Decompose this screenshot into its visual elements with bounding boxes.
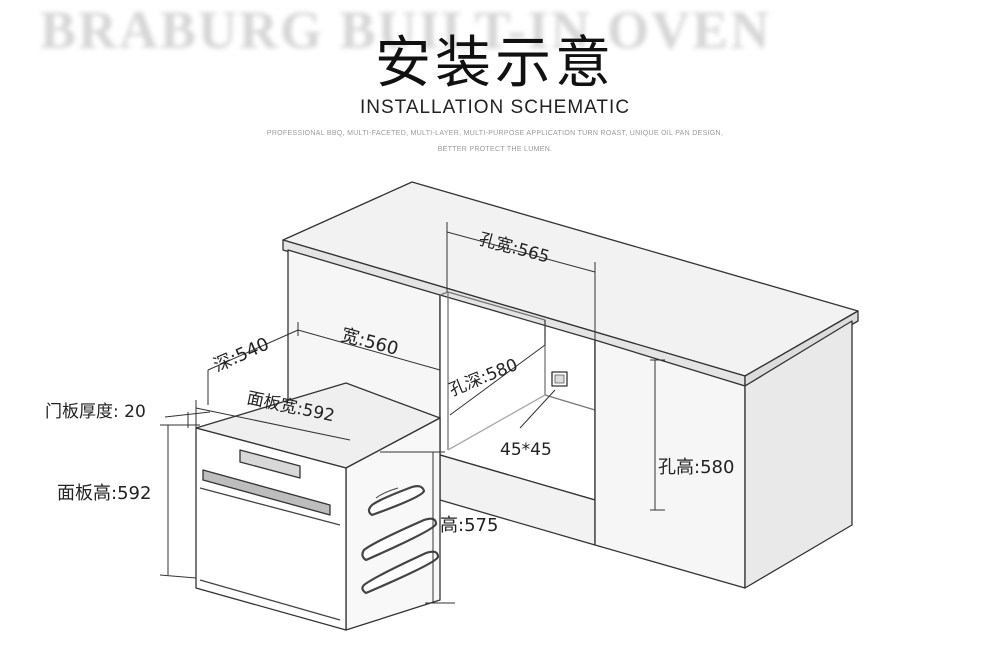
label-door-thickness: 门板厚度: 20 (45, 402, 146, 422)
dim-hole-depth (449, 344, 546, 416)
background-brand-banner: BRABURG BUILT-IN OVEN (40, 0, 772, 60)
page-title: 安装示意 (375, 31, 615, 96)
oven-control-panel (239, 449, 301, 479)
countertop-side-edge (744, 310, 859, 387)
label-vent: 45*45 (500, 440, 552, 460)
page-subtitle: INSTALLATION SCHEMATIC (359, 97, 631, 118)
dim-hole-width (446, 231, 596, 273)
oven-handle (202, 469, 331, 516)
label-depth: 深:540 (210, 334, 272, 377)
label-hole-height: 孔高:580 (658, 457, 734, 478)
dim-depth (207, 329, 299, 371)
product-description: PROFESSIONAL BBQ, MULTI-FACETED, MULTI-L… (266, 130, 724, 153)
dimension-lines (159, 222, 665, 604)
dim-panel-width (195, 407, 351, 441)
cabinet (282, 181, 859, 589)
dim-width (297, 329, 441, 371)
label-height: 高:575 (440, 515, 498, 536)
label-panel-height: 面板高:592 (57, 483, 151, 504)
oven (195, 382, 441, 631)
right-cabinet-side (744, 320, 853, 589)
oven-side-rails (361, 485, 440, 595)
